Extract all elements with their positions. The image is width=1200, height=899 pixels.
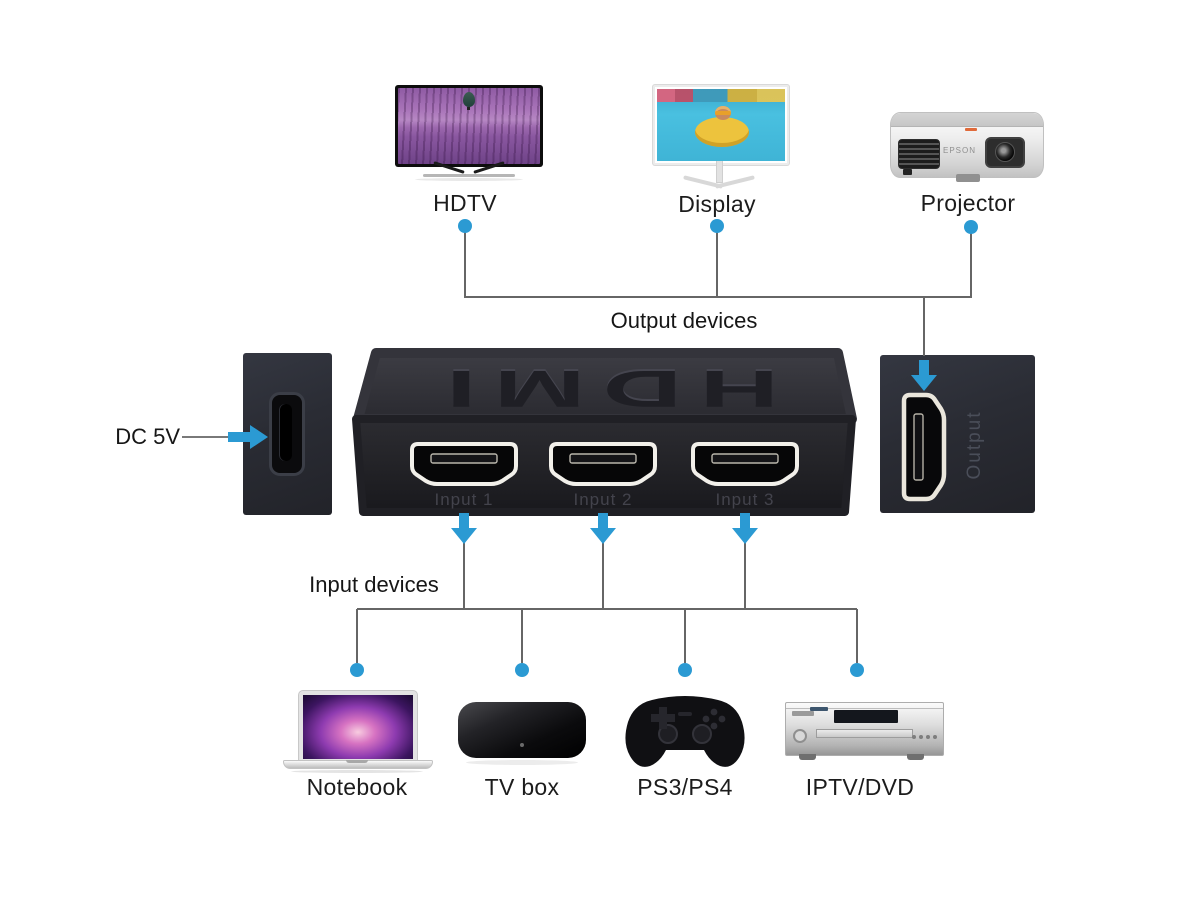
dvd-button	[912, 735, 916, 739]
iptv-dvd-image	[785, 702, 944, 764]
tv-box-shadow	[466, 760, 578, 765]
tv-box-image	[458, 702, 586, 768]
hdtv-connection-dot	[458, 219, 472, 233]
dvd-jog-knob	[793, 729, 807, 743]
projector-brand-text: EPSON	[943, 146, 977, 155]
hdtv-stand-base	[423, 174, 515, 177]
controller-button	[710, 722, 718, 730]
tv-box-label: TV box	[484, 774, 560, 800]
output-port-label: Output	[964, 410, 985, 479]
output-port-panel: Output	[880, 355, 1035, 513]
hdmi-input-port-2	[549, 442, 657, 486]
hdmi-input-port-3	[691, 442, 799, 486]
hdtv-image	[395, 85, 543, 185]
hdmi-output-port	[901, 392, 947, 502]
hdmi-logo-emboss-highlight: HDMI	[429, 357, 779, 415]
game-controller-image	[625, 696, 745, 767]
controller-connection-dot	[678, 663, 692, 677]
kid-goggles	[715, 111, 731, 115]
tvbox-connection-dot	[515, 663, 529, 677]
projector-body: EPSON	[890, 112, 1044, 178]
input-devices-title: Input devices	[309, 572, 439, 597]
pool-floatie	[695, 117, 749, 147]
dvd-disc-tray	[816, 729, 913, 738]
ps3-ps4-label: PS3/PS4	[637, 774, 733, 800]
input-3-port-label: Input 3	[716, 490, 775, 509]
projector-label: Projector	[920, 190, 1016, 216]
notebook-screen-frame	[298, 690, 418, 762]
display-stand-pole	[716, 161, 723, 183]
tv-box-body	[458, 702, 586, 758]
micro-usb-port-hole	[279, 404, 292, 461]
projector-image: EPSON	[890, 112, 1044, 188]
projector-vent-grille	[898, 139, 940, 169]
notebook-shadow	[291, 770, 423, 773]
notebook-notch	[346, 760, 368, 763]
dvd-top-seam	[786, 708, 943, 709]
output-port-graphic: Output	[901, 392, 985, 502]
display-screen-picture	[657, 89, 785, 161]
projector-connection-dot	[964, 220, 978, 234]
dvd-foot	[907, 754, 924, 760]
controller-dpad	[651, 707, 675, 729]
hdmi-splitter-device: HDMI HDMI Input 1 Input 2 Input 3	[352, 348, 857, 516]
iptv-dvd-label: IPTV/DVD	[805, 774, 915, 800]
dvd-brand-mark	[792, 711, 814, 716]
controller-button	[718, 715, 726, 723]
projector-lens-housing	[985, 137, 1025, 168]
display-label: Display	[678, 191, 756, 217]
hdtv-shadow	[415, 178, 523, 181]
hdmi-input-port-1	[410, 442, 518, 486]
projector-foot	[956, 174, 980, 182]
controller-left-stick	[658, 724, 678, 744]
hot-air-balloon-icon	[463, 92, 475, 110]
input-1-port-label: Input 1	[435, 490, 494, 509]
hdmi-logo: HDMI	[429, 359, 779, 417]
controller-body	[625, 696, 745, 767]
controller-center-bar	[678, 712, 692, 716]
micro-usb-port	[269, 392, 305, 476]
notebook-connection-dot	[350, 663, 364, 677]
dvd-display-window	[834, 710, 898, 723]
display-connection-dot	[710, 219, 724, 233]
projector-lens	[995, 142, 1015, 162]
input-2-port-label: Input 2	[574, 490, 633, 509]
hdtv-label: HDTV	[433, 190, 497, 216]
dvd-connection-dot	[850, 663, 864, 677]
notebook-image	[283, 690, 433, 775]
tv-box-led	[520, 743, 524, 747]
controller-right-stick	[692, 724, 712, 744]
power-port-panel	[243, 353, 332, 515]
pool-edge-band	[657, 89, 785, 102]
dvd-button	[933, 735, 937, 739]
display-bezel	[653, 85, 789, 165]
hdtv-screen-picture	[398, 88, 540, 164]
dvd-button	[919, 735, 923, 739]
output-devices-title: Output devices	[610, 308, 758, 333]
projector-ir-window	[903, 169, 912, 175]
dvd-button	[926, 735, 930, 739]
dvd-player-body	[785, 702, 944, 756]
dvd-cassette-slot	[810, 707, 828, 711]
display-image	[653, 85, 789, 189]
notebook-label: Notebook	[306, 774, 408, 800]
controller-button	[702, 715, 710, 723]
projector-top-band	[891, 113, 1043, 127]
dvd-foot	[799, 754, 816, 760]
notebook-screen-picture	[303, 695, 413, 759]
projector-power-mark	[965, 128, 977, 131]
hdtv-bezel	[395, 85, 543, 167]
dc-5v-label: DC 5V	[115, 424, 180, 449]
controller-button	[710, 708, 718, 716]
